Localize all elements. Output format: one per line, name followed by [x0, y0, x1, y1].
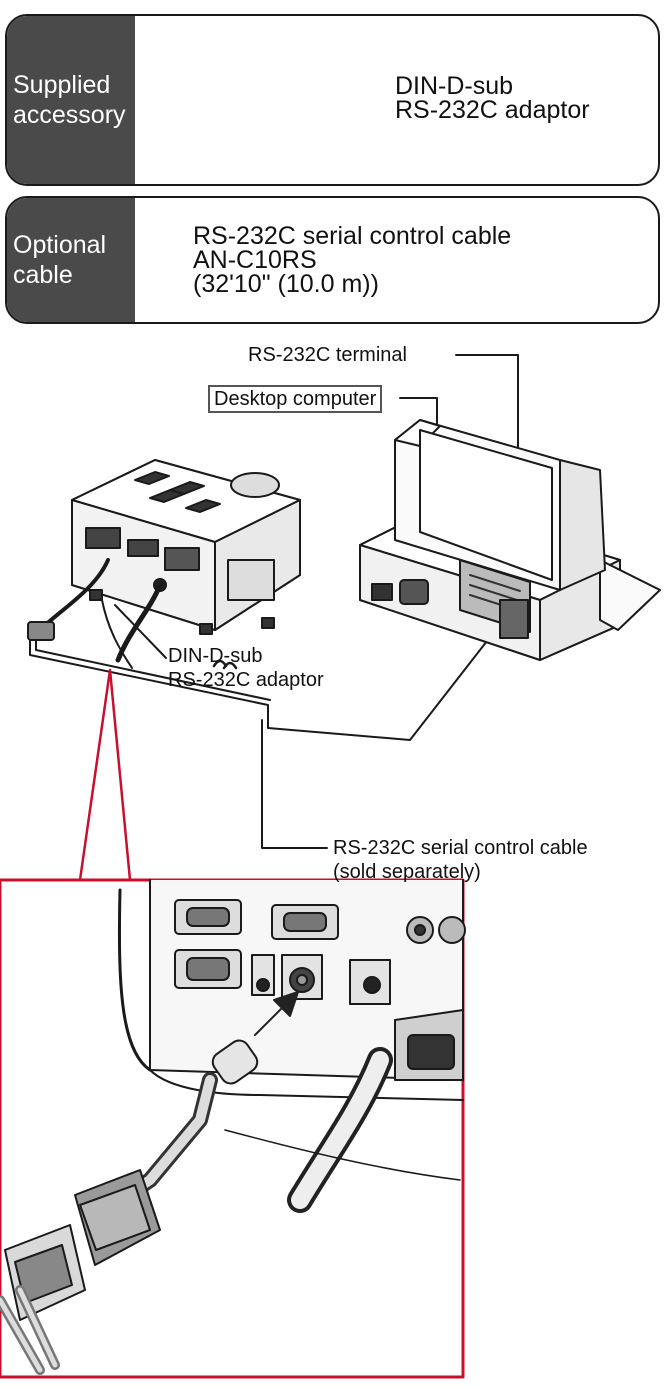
rs232c-terminal-label: RS-232C terminal — [248, 344, 407, 366]
optional-cable-panel: Optional cable RS-232C serial control ca… — [5, 196, 660, 324]
adaptor-callout-label: DIN-D-sub RS-232C adaptor — [168, 644, 324, 692]
supplied-item-line-1: DIN-D-sub — [395, 72, 514, 100]
zoomed-port-detail — [0, 879, 466, 1375]
serial-cable-callout-label: RS-232C serial control cable (sold separ… — [333, 836, 588, 884]
supplied-accessory-panel: Supplied accessory DIN-D-sub RS-232C ada… — [5, 14, 660, 186]
serial-cable-illustration — [29, 604, 516, 741]
supplied-label-line-1: Supplied — [13, 71, 111, 99]
supplied-item-text: DIN-D-sub RS-232C adaptor — [395, 72, 590, 124]
serial-cable-callout-line-1: RS-232C serial control cable — [333, 837, 588, 859]
optional-label-line-1: Optional — [13, 231, 107, 259]
optional-item-line-1: RS-232C serial control cable — [193, 222, 512, 250]
supplied-item-line-2: RS-232C adaptor — [395, 96, 590, 124]
optional-item-text: RS-232C serial control cable AN-C10RS (3… — [193, 222, 512, 298]
adaptor-callout-line-2: RS-232C adaptor — [168, 669, 324, 691]
optional-cable-label: Optional cable — [7, 198, 135, 322]
projector-illustration — [27, 459, 301, 669]
desktop-computer-illustration — [359, 419, 661, 661]
optional-label-line-2: cable — [13, 261, 73, 289]
optional-item-line-3: (32'10" (10.0 m)) — [193, 270, 379, 298]
desktop-computer-label: Desktop computer — [208, 385, 383, 413]
supplied-accessory-label: Supplied accessory — [7, 16, 135, 184]
serial-cable-callout-line-2: (sold separately) — [333, 861, 481, 883]
optional-item-line-2: AN-C10RS — [193, 246, 317, 274]
supplied-label-line-2: accessory — [13, 101, 126, 129]
adaptor-callout-line-1: DIN-D-sub — [168, 645, 263, 667]
